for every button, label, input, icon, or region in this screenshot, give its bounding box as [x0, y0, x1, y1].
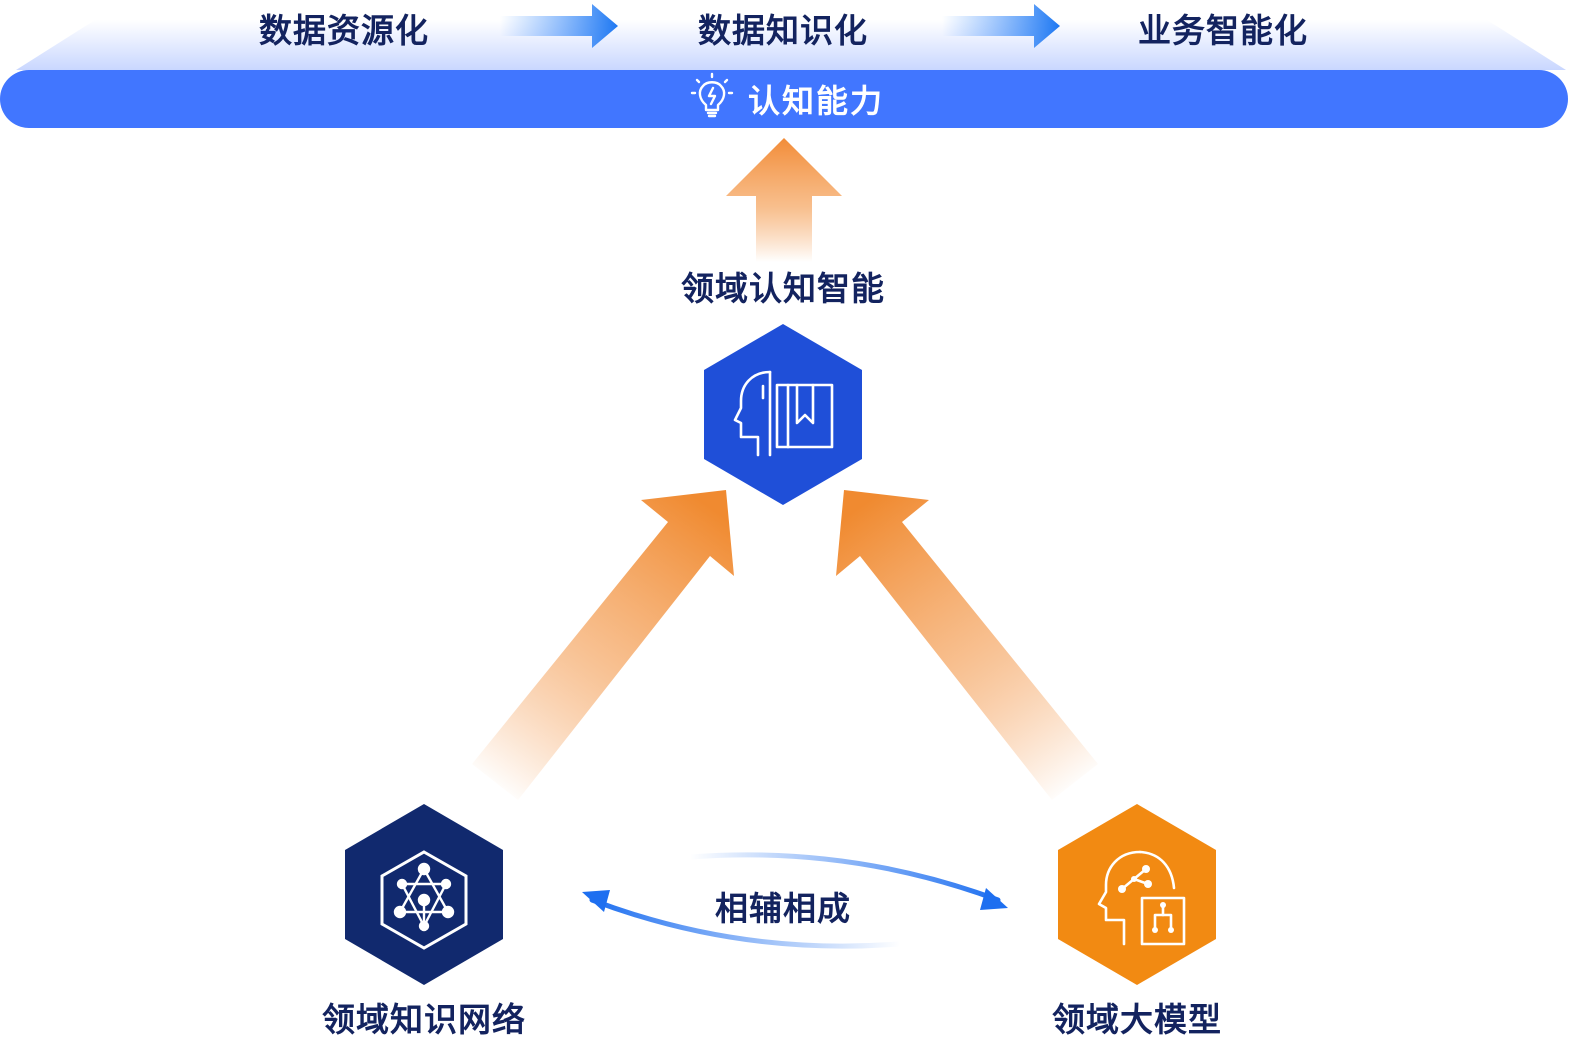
arrow-knowledge-to-cognitive — [472, 490, 734, 800]
node-label-cognitive: 领域认知智能 — [681, 269, 885, 308]
node-cognitive — [704, 324, 862, 505]
network-graph-icon — [393, 862, 455, 932]
head-book-icon — [733, 370, 834, 457]
head-network-dots — [1118, 865, 1174, 933]
capability-bar-label: 认知能力 — [748, 82, 885, 120]
node-label-knowledge: 领域知识网络 — [322, 1000, 526, 1039]
hexagon-outline — [380, 850, 468, 950]
mutual-arrows — [582, 852, 1008, 949]
up-arrow — [726, 138, 842, 262]
stage-label-data-knowledge: 数据知识化 — [698, 11, 868, 50]
node-label-model: 领域大模型 — [1052, 1000, 1222, 1039]
relation-label: 相辅相成 — [715, 889, 851, 928]
top-platform — [16, 20, 1566, 70]
arrow-model-to-cognitive — [836, 490, 1098, 800]
hexagon-model — [1058, 804, 1216, 985]
stage-arrow-1 — [500, 4, 618, 48]
stage-label-business-intelligence: 业务智能化 — [1138, 11, 1308, 50]
hexagon-cognitive — [704, 324, 862, 505]
node-knowledge — [345, 804, 503, 985]
capability-bar — [0, 70, 1568, 128]
stage-arrow-2 — [942, 4, 1060, 48]
node-model — [1058, 804, 1216, 985]
lightbulb-icon — [690, 72, 734, 118]
stage-label-data-resource: 数据资源化 — [259, 11, 429, 50]
